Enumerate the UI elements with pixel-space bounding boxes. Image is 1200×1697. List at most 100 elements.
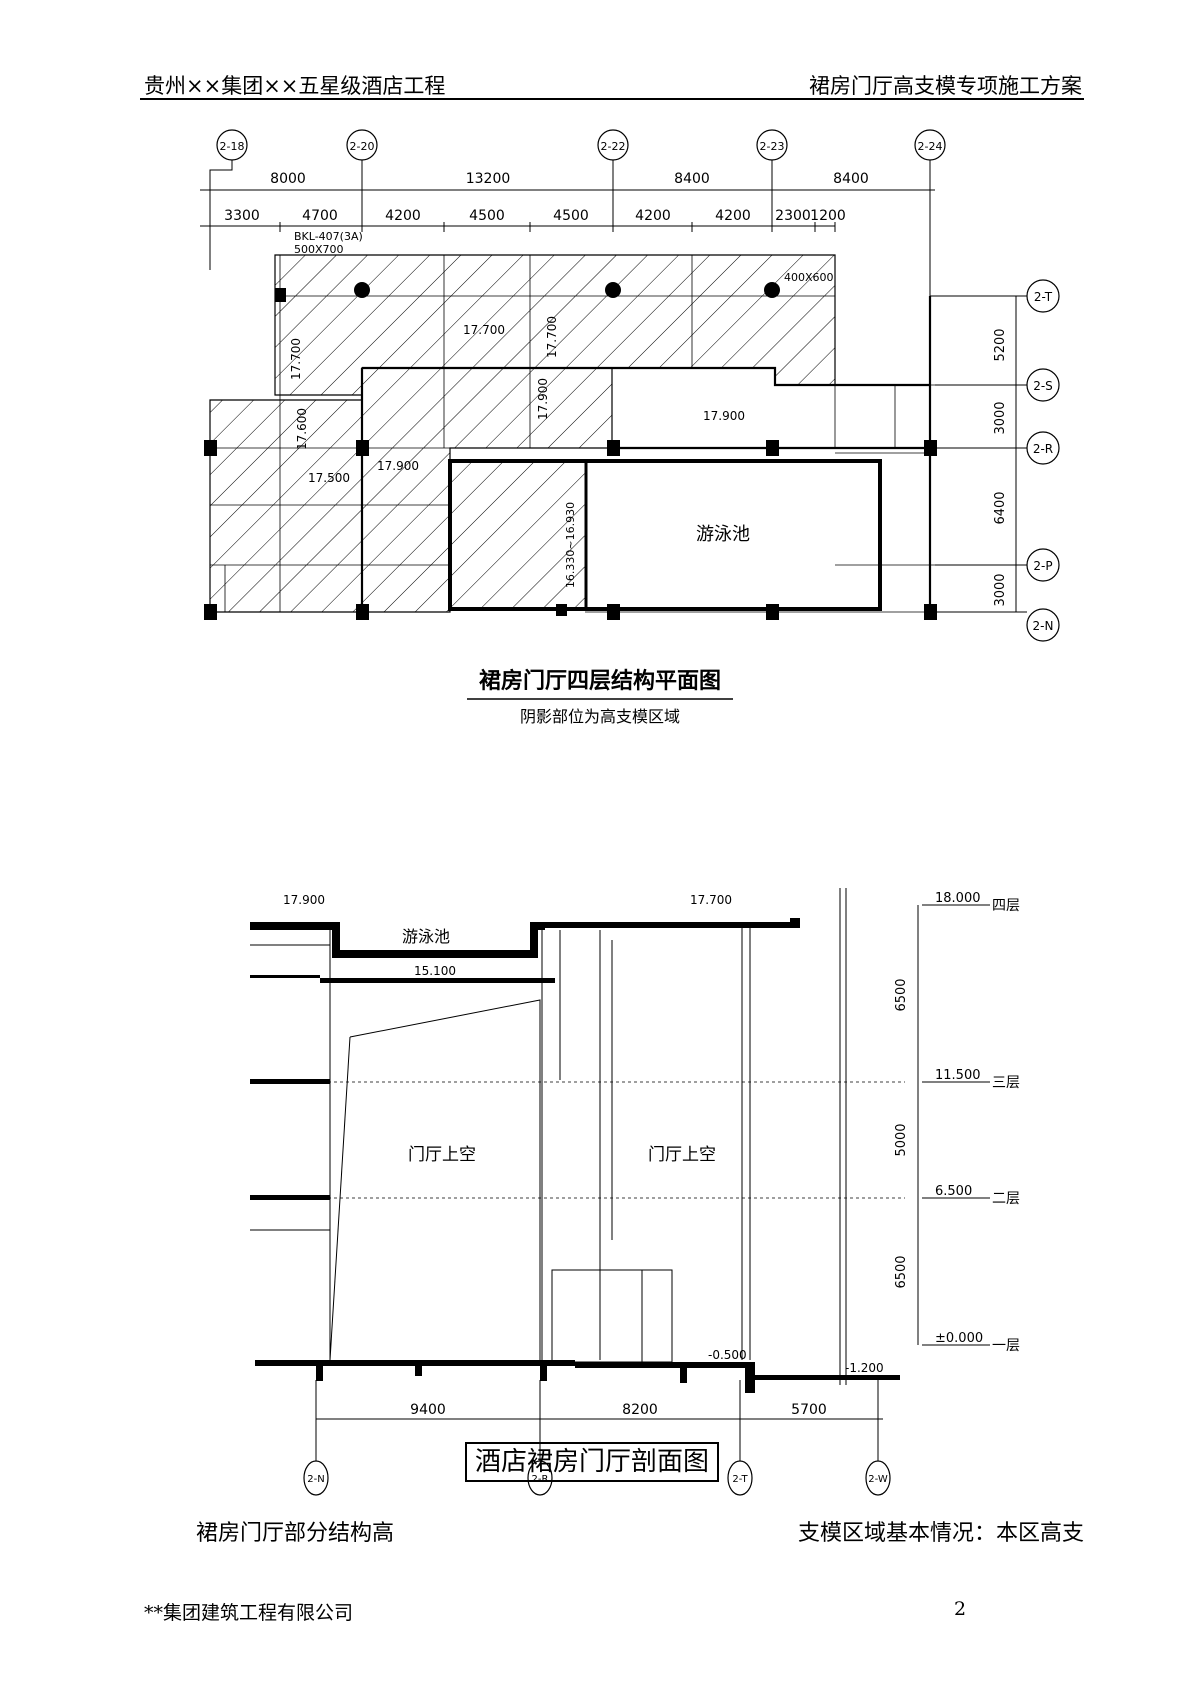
section-axis-bubbles: 2-N 2-R 2-T 2-W — [303, 1460, 891, 1496]
level-elev-3f: 11.500 — [935, 1068, 981, 1083]
plan-pool: 游泳池 16.330~16.930 — [448, 459, 882, 611]
section-pool-label: 游泳池 — [402, 927, 450, 946]
plan-dim-2300: 2300 — [775, 208, 811, 224]
plan-dim-8000: 8000 — [270, 171, 306, 187]
level-name-3f: 三层 — [992, 1075, 1020, 1091]
plan-axis-bubbles-right: 2-T 2-S 2-R 2-P 2-N — [930, 279, 1060, 642]
section-dim-6500b: 6500 — [894, 1255, 909, 1288]
section-void-label-right: 门厅上空 — [648, 1145, 716, 1165]
plan-dimension-lines-top — [200, 185, 935, 296]
plan-elev-2: 17.700 — [289, 338, 303, 380]
section-dimension-line-bottom — [315, 1380, 883, 1470]
level-elev-1f: ±0.000 — [935, 1331, 983, 1346]
plan-high-formwork-area — [209, 254, 836, 613]
section-elev-top-left: 17.900 — [283, 893, 325, 907]
axis-label-2-23: 2-23 — [760, 140, 785, 153]
axis-label-2-R: 2-R — [1033, 442, 1053, 456]
section-title: 酒店裙房门厅剖面图 — [465, 1442, 720, 1482]
plan-elev-3: 17.700 — [545, 316, 559, 358]
plan-elev-5: 17.900 — [536, 378, 550, 420]
section-axis-2-N: 2-N — [307, 1474, 324, 1485]
plan-dim-4200c: 4200 — [715, 208, 751, 224]
plan-elev-7: 17.500 — [308, 471, 350, 485]
plan-elev-1: 17.700 — [463, 323, 505, 337]
axis-label-2-T: 2-T — [1034, 290, 1053, 304]
plan-dim-4700: 4700 — [302, 208, 338, 224]
plan-dim-3000a: 3000 — [993, 401, 1008, 434]
section-level-lines — [250, 1081, 905, 1199]
plan-dim-5200: 5200 — [993, 328, 1008, 361]
intro-text-right: 支模区域基本情况：本区高支 — [797, 1521, 1084, 1546]
axis-label-2-24: 2-24 — [918, 140, 943, 153]
section-dims-bottom: 9400 8200 5700 — [410, 1402, 827, 1418]
plan-title: 裙房门厅四层结构平面图 — [479, 668, 721, 694]
section-axis-2-T: 2-T — [732, 1474, 748, 1485]
plan-dim-4200b: 4200 — [635, 208, 671, 224]
plan-dim-3300: 3300 — [224, 208, 260, 224]
plan-dim-3000b: 3000 — [993, 573, 1008, 606]
section-dim-5700: 5700 — [791, 1402, 827, 1418]
plan-elev-4: 17.900 — [703, 409, 745, 423]
plan-column-size: 400X600 — [784, 271, 834, 284]
plan-elev-6: 17.600 — [295, 408, 309, 450]
plan-axis-bubbles-top: 2-18 2-20 2-22 2-23 2-24 — [216, 129, 946, 161]
plan-dims-right: 5200 3000 6400 3000 — [993, 328, 1008, 606]
level-name-4f: 四层 — [992, 898, 1020, 914]
plan-dim-4500b: 4500 — [553, 208, 589, 224]
section-ground-elev-1: -0.500 — [708, 1348, 747, 1362]
level-elev-4f: 18.000 — [935, 891, 981, 906]
section-structure-lines — [250, 888, 847, 1385]
plan-columns — [204, 282, 937, 620]
plan-beam-size: 500X700 — [294, 243, 344, 256]
level-name-1f: 一层 — [992, 1338, 1020, 1354]
section-top-slab — [250, 918, 800, 983]
plan-dim-1200: 1200 — [810, 208, 846, 224]
axis-label-2-N: 2-N — [1033, 619, 1054, 633]
plan-dims-top-row2: 3300 4700 4200 4500 4500 4200 4200 2300 … — [224, 208, 846, 224]
plan-dim-8400a: 8400 — [674, 171, 710, 187]
section-dims-vertical: 6500 5000 6500 — [894, 978, 909, 1288]
section-void-label-left: 门厅上空 — [408, 1145, 476, 1165]
axis-label-2-20: 2-20 — [350, 140, 375, 153]
plan-subtitle: 阴影部位为高支模区域 — [520, 707, 680, 726]
plan-dim-8400b: 8400 — [833, 171, 869, 187]
level-name-2f: 二层 — [992, 1191, 1020, 1207]
section-pool-bottom-elev: 15.100 — [414, 964, 456, 978]
section-floor-slabs — [250, 1079, 900, 1393]
section-dim-6500a: 6500 — [894, 978, 909, 1011]
header-document-title: 裙房门厅高支模专项施工方案 — [809, 74, 1082, 98]
plan-dims-top-row1: 8000 13200 8400 8400 — [270, 171, 869, 187]
axis-label-2-18: 2-18 — [220, 140, 245, 153]
plan-pool-label: 游泳池 — [696, 524, 750, 545]
plan-beam-label: BKL-407(3A) — [294, 230, 363, 243]
intro-text-left: 裙房门厅部分结构高 — [196, 1521, 395, 1546]
plan-dim-13200: 13200 — [466, 171, 511, 187]
level-elev-2f: 6.500 — [935, 1184, 972, 1199]
plan-dim-4500a: 4500 — [469, 208, 505, 224]
plan-pool-elevation-range: 16.330~16.930 — [564, 502, 577, 588]
section-elev-top-right: 17.700 — [690, 893, 732, 907]
section-dim-9400: 9400 — [410, 1402, 446, 1418]
plan-beam-grid — [210, 255, 935, 613]
footer-page-number: 2 — [954, 1598, 967, 1620]
footer-company: **集团建筑工程有限公司 — [144, 1602, 354, 1624]
section-ground-elev-2: -1.200 — [845, 1361, 884, 1375]
axis-label-2-22: 2-22 — [601, 140, 626, 153]
axis-label-2-P: 2-P — [1033, 559, 1052, 573]
section-axis-2-R: 2-R — [532, 1474, 549, 1485]
plan-dim-6400: 6400 — [993, 491, 1008, 524]
section-dim-5000: 5000 — [894, 1123, 909, 1156]
plan-dim-4200a: 4200 — [385, 208, 421, 224]
section-axis-2-W: 2-W — [868, 1474, 888, 1485]
section-dim-8200: 8200 — [622, 1402, 658, 1418]
plan-drawing: 2-18 2-20 2-22 2-23 2-24 — [200, 129, 1060, 726]
plan-elevation-marks: 17.700 17.700 17.700 17.900 17.900 17.60… — [289, 316, 745, 485]
plan-elev-8: 17.900 — [377, 459, 419, 473]
axis-label-2-S: 2-S — [1033, 379, 1053, 393]
section-level-marks: 18.000 四层 11.500 三层 6.500 二层 ±0.000 一层 — [917, 891, 1020, 1354]
plan-pool-outline — [448, 459, 882, 611]
header-rule — [140, 98, 1084, 100]
header-project-title: 贵州××集团××五星级酒店工程 — [144, 74, 446, 98]
section-drawing: 18.000 四层 11.500 三层 6.500 二层 ±0.000 一层 6… — [250, 888, 1020, 1496]
